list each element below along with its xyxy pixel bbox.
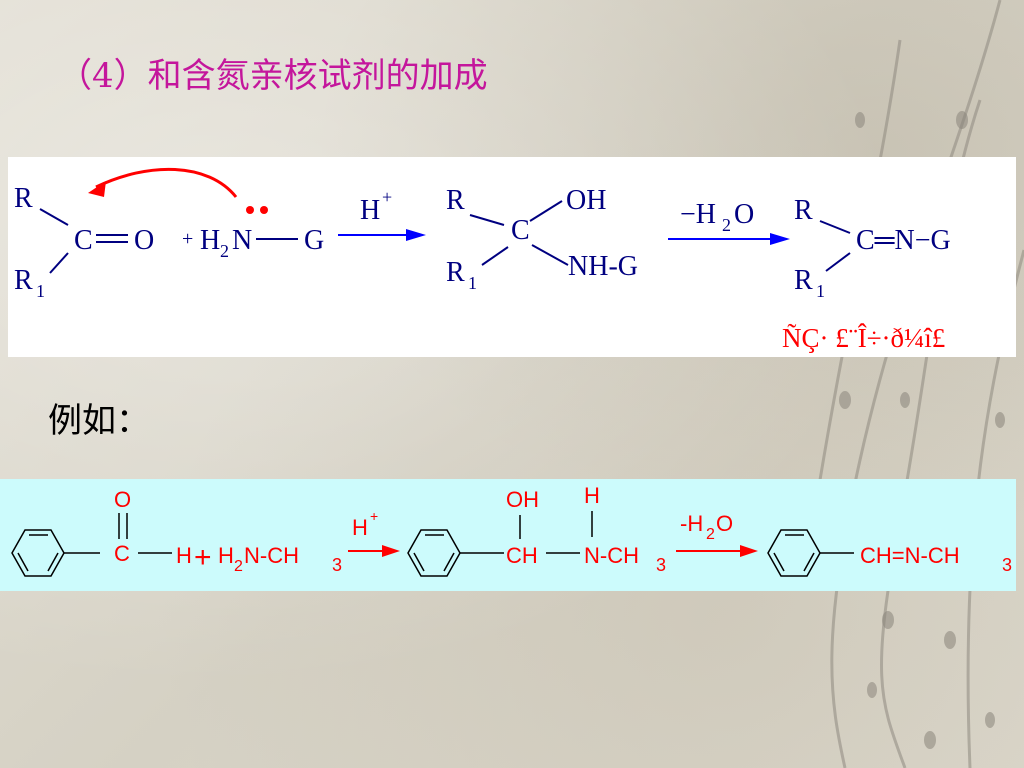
aldehyde-c: C: [114, 541, 130, 566]
ex-arrow1-plus: +: [370, 508, 378, 524]
nucleophile-n: N: [232, 225, 252, 256]
ex-arrow1-h: H: [352, 515, 368, 540]
reactant-r-bottom-sub: 1: [36, 281, 45, 301]
lone-pair-dot-2: [260, 206, 268, 214]
general-reaction-panel: R C O R 1 + H 2 N G H +: [8, 157, 1016, 357]
nucleophile-h-sub: 2: [220, 241, 229, 261]
nucleophile-h: H: [200, 225, 220, 256]
lone-pair-dot-1: [246, 206, 254, 214]
arrow1-h: H: [360, 195, 380, 226]
benzaldehyde: O C H: [114, 487, 192, 568]
intermediate-h-ex: H: [584, 483, 600, 508]
nucleophile-g: G: [304, 225, 324, 256]
product-sub3-ex: 3: [1002, 555, 1012, 575]
intermediate-r-bottom: R: [446, 257, 465, 288]
garbled-label: ÑÇ· £¨Î÷·ð¼î£: [782, 323, 945, 353]
intermediate-nhg: NH-G: [568, 251, 638, 282]
benzene-ring-1: [11, 529, 65, 577]
product-chain: C═N−G: [856, 225, 951, 256]
product-chain-ex: CH=N-CH: [860, 543, 960, 568]
intermediate-carbon: C: [511, 215, 530, 246]
slide-title: （4）和含氮亲核试剂的加成: [58, 56, 488, 96]
amine-rest: N-CH: [244, 543, 299, 568]
reaction-arrow-2: −H 2 O: [668, 199, 790, 245]
arrow2-o: O: [734, 199, 754, 230]
benzene-ring-3: [767, 529, 821, 577]
reactant-oxygen: O: [134, 225, 154, 256]
ex-arrow2-sub: 2: [706, 526, 715, 543]
reactant-carbon: C: [74, 225, 93, 256]
intermediate-oh-ex: OH: [506, 487, 539, 512]
example-reaction-panel: O C H + H 2 N-CH 3 H +: [0, 479, 1016, 591]
intermediate-nch-ex: N-CH: [584, 543, 639, 568]
ex-arrow2-o: O: [716, 511, 733, 536]
benzene-ring-2: [407, 529, 461, 577]
plus-sign: +: [182, 228, 193, 250]
arrow2-h: −H: [680, 199, 716, 230]
product-imine: R C═N−G R 1: [794, 195, 951, 301]
ex-arrow2-h: -H: [680, 511, 703, 536]
aldehyde-o: O: [114, 487, 131, 512]
general-reaction-scheme: R C O R 1 + H 2 N G H +: [14, 167, 951, 353]
nucleophile: + H 2 N G: [182, 225, 324, 261]
intermediate-oh: OH: [566, 185, 606, 216]
reactant-carbonyl: R C O R 1: [14, 183, 154, 301]
product-r-top: R: [794, 195, 813, 226]
methylamine: H 2 N-CH 3: [218, 543, 342, 575]
reactant-r-bottom: R: [14, 265, 33, 296]
intermediate-sub3-ex: 3: [656, 555, 666, 575]
example-plus: +: [194, 541, 212, 574]
product-r-bottom: R: [794, 265, 813, 296]
intermediate-r-top: R: [446, 185, 465, 216]
example-arrow-1: H +: [348, 508, 400, 557]
arrow2-sub: 2: [722, 215, 731, 235]
amine-h: H: [218, 543, 234, 568]
reaction-arrow-1: H +: [338, 187, 426, 241]
example-reaction-scheme: O C H + H 2 N-CH 3 H +: [11, 483, 1012, 577]
arrow1-plus: +: [382, 187, 392, 207]
product-r-bottom-sub: 1: [816, 281, 825, 301]
example-arrow-2: -H 2 O: [676, 511, 758, 557]
electron-arrow-head: [88, 181, 106, 197]
intermediate-r-bottom-sub: 1: [468, 273, 477, 293]
aldehyde-h: H: [176, 543, 192, 568]
amine-h-sub: 2: [234, 558, 243, 575]
carbinolamine: OH CH H N-CH 3: [506, 483, 666, 575]
amine-sub3: 3: [332, 555, 342, 575]
example-heading: 例如：: [48, 401, 150, 441]
electron-arrow: [95, 167, 238, 198]
intermediate: R C OH NH-G R 1: [446, 185, 638, 293]
reactant-r-top: R: [14, 183, 33, 214]
intermediate-ch-ex: CH: [506, 543, 538, 568]
